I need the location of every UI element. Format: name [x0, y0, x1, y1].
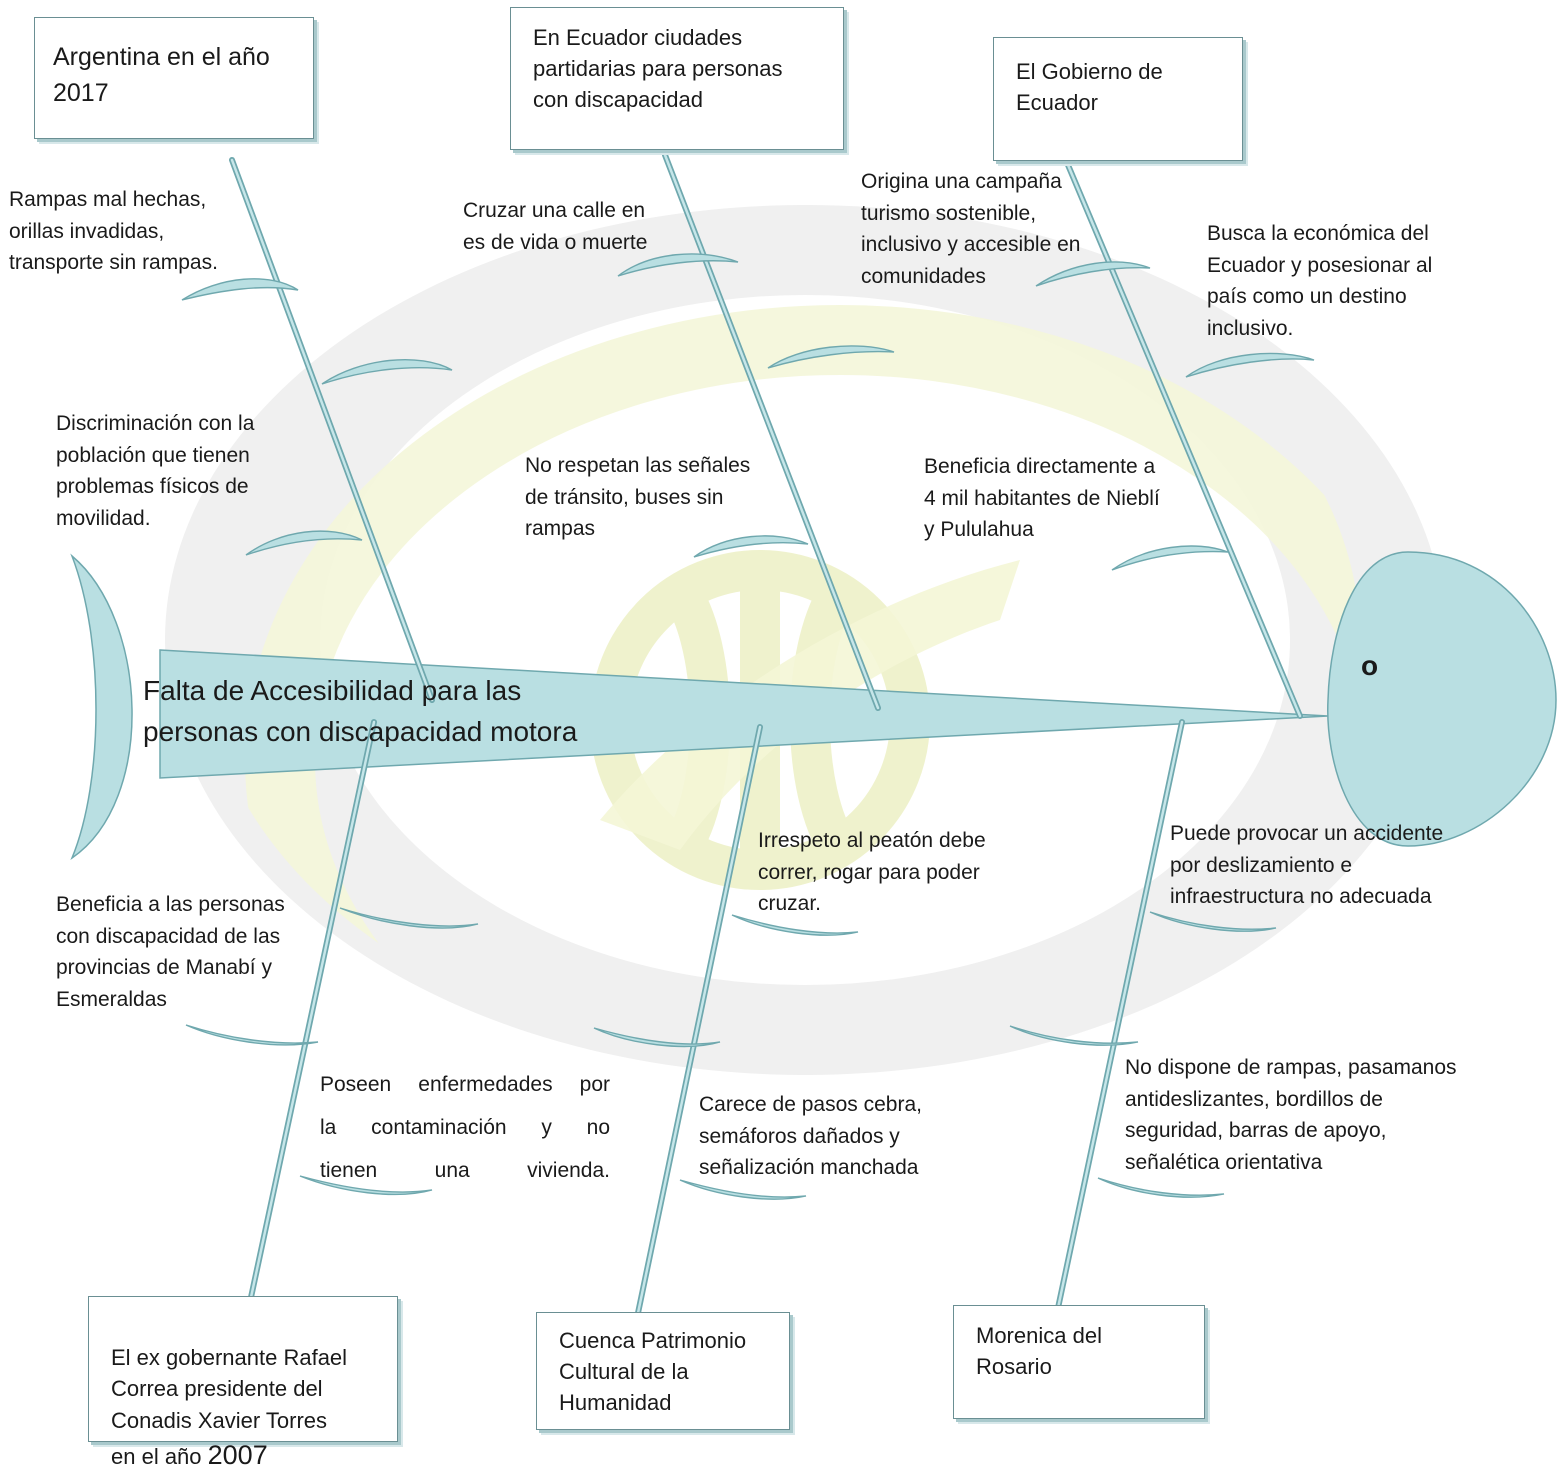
rib — [1185, 352, 1315, 378]
label-enfermedades: Poseen enfermedades por la contaminación… — [320, 1073, 610, 1183]
label-busca-economica: Busca la económica del Ecuador y posesio… — [1207, 222, 1433, 340]
rib — [679, 1179, 807, 1200]
rib — [1035, 261, 1151, 287]
box-cause-argentina: Argentina en el año 2017 — [34, 17, 314, 139]
box-cause-correa-year: 2007 — [207, 1439, 268, 1470]
rib — [1149, 911, 1277, 932]
label-pasos-cebra: Carece de pasos cebra, semáforos dañados… — [699, 1093, 922, 1179]
label-campana-turismo: Origina una campaña turismo sostenible, … — [861, 170, 1081, 288]
rib — [339, 907, 479, 929]
label-irrespeto-peaton: Irrespeto al peatón debe correr, rogar p… — [758, 829, 986, 915]
label-rampas-mal-hechas: Rampas mal hechas, orillas invadidas, tr… — [9, 188, 218, 274]
label-cruzar-calle: Cruzar una calle en es de vida o muerte — [463, 199, 648, 254]
rib — [767, 345, 895, 369]
box-cause-correa: El ex gobernante Rafael Correa president… — [88, 1296, 398, 1470]
box-cause-ciudades: En Ecuador ciudades partidarias para per… — [510, 7, 844, 150]
rib — [731, 914, 859, 936]
box-cause-correa-text: El ex gobernante Rafael Correa president… — [111, 1345, 348, 1469]
box-cause-morenica: Morenica del Rosario — [953, 1305, 1205, 1419]
rib — [299, 1175, 433, 1196]
label-rampas-pasamanos: No dispone de rampas, pasamanos antidesl… — [1125, 1056, 1457, 1174]
rib — [181, 278, 299, 301]
rib — [185, 1024, 319, 1046]
fish-head-label: o — [1361, 650, 1379, 681]
rib — [245, 530, 363, 556]
rib — [321, 359, 453, 385]
box-cause-cuenca: Cuenca Patrimonio Cultural de la Humanid… — [536, 1312, 790, 1430]
watermark-globe — [165, 205, 1445, 1075]
fish-tail — [70, 553, 133, 861]
rib — [617, 253, 739, 277]
label-accidente: Puede provocar un accidente por deslizam… — [1170, 822, 1444, 908]
fish-head — [1327, 551, 1557, 847]
label-no-respetan: No respetan las señales de tránsito, bus… — [525, 454, 751, 540]
label-discriminacion: Discriminación con la población que tien… — [56, 412, 255, 530]
fish-spine — [159, 649, 1329, 779]
label-beneficia-manabi: Beneficia a las personas con discapacida… — [56, 893, 285, 1011]
rib — [1097, 1177, 1225, 1198]
problem-statement: Falta de Accesibilidad para las personas… — [143, 675, 578, 747]
rib — [1009, 1025, 1139, 1046]
rib — [693, 535, 809, 558]
rib — [593, 1027, 721, 1048]
box-cause-gobierno: El Gobierno de Ecuador — [993, 37, 1243, 161]
label-beneficia-habitantes: Beneficia directamente a 4 mil habitante… — [924, 455, 1160, 541]
rib — [1111, 545, 1229, 571]
